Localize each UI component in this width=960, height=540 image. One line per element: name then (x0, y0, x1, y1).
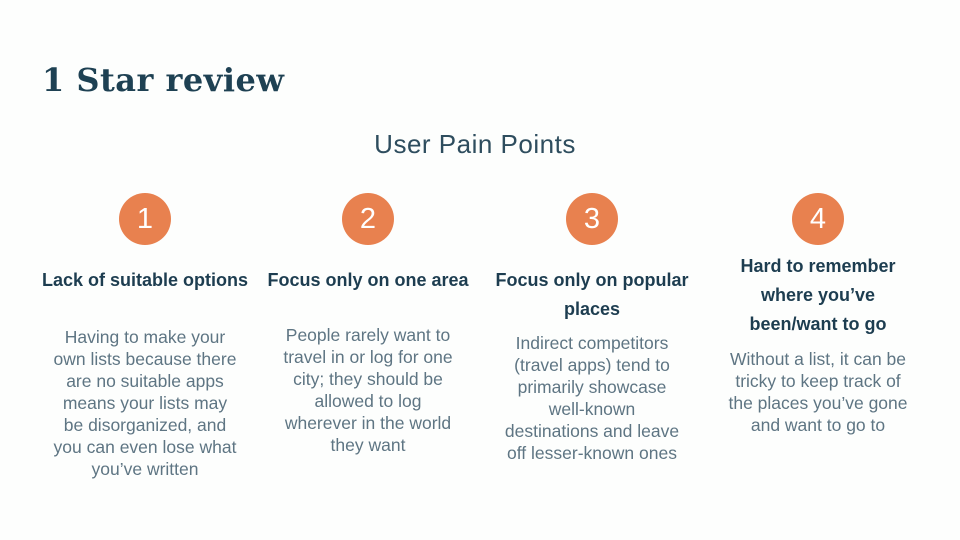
step-number-badge-1: 1 (119, 193, 171, 245)
pain-point-column-3: 3 Focus only on popular places Indirect … (481, 193, 703, 464)
pain-point-heading-3: Focus only on popular places (495, 270, 689, 319)
pain-point-column-2: 2 Focus only on one area People rarely w… (257, 193, 479, 456)
pain-point-body-2: People rarely want to travel in or log f… (283, 325, 453, 455)
step-number-badge-2: 2 (342, 193, 394, 245)
pain-point-column-4: 4 Hard to remember where you’ve been/wan… (707, 193, 929, 436)
pain-point-body-4: Without a list, it can be tricky to keep… (728, 349, 908, 435)
pain-point-heading-1: Lack of suitable options (41, 270, 249, 290)
pain-point-heading-4: Hard to remember where you’ve been/want … (740, 256, 896, 334)
pain-point-body-1: Having to make your own lists because th… (53, 327, 237, 479)
pain-point-column-1: 1 Lack of suitable options Having to mak… (34, 193, 256, 480)
pain-point-body-3: Indirect competitors (travel apps) tend … (504, 333, 680, 463)
slide-title: 1 Star review (42, 61, 285, 100)
slide-subtitle: User Pain Points (374, 129, 576, 159)
step-number-badge-4: 4 (792, 193, 844, 245)
step-number-badge-3: 3 (566, 193, 618, 245)
pain-point-heading-2: Focus only on one area (267, 270, 469, 290)
